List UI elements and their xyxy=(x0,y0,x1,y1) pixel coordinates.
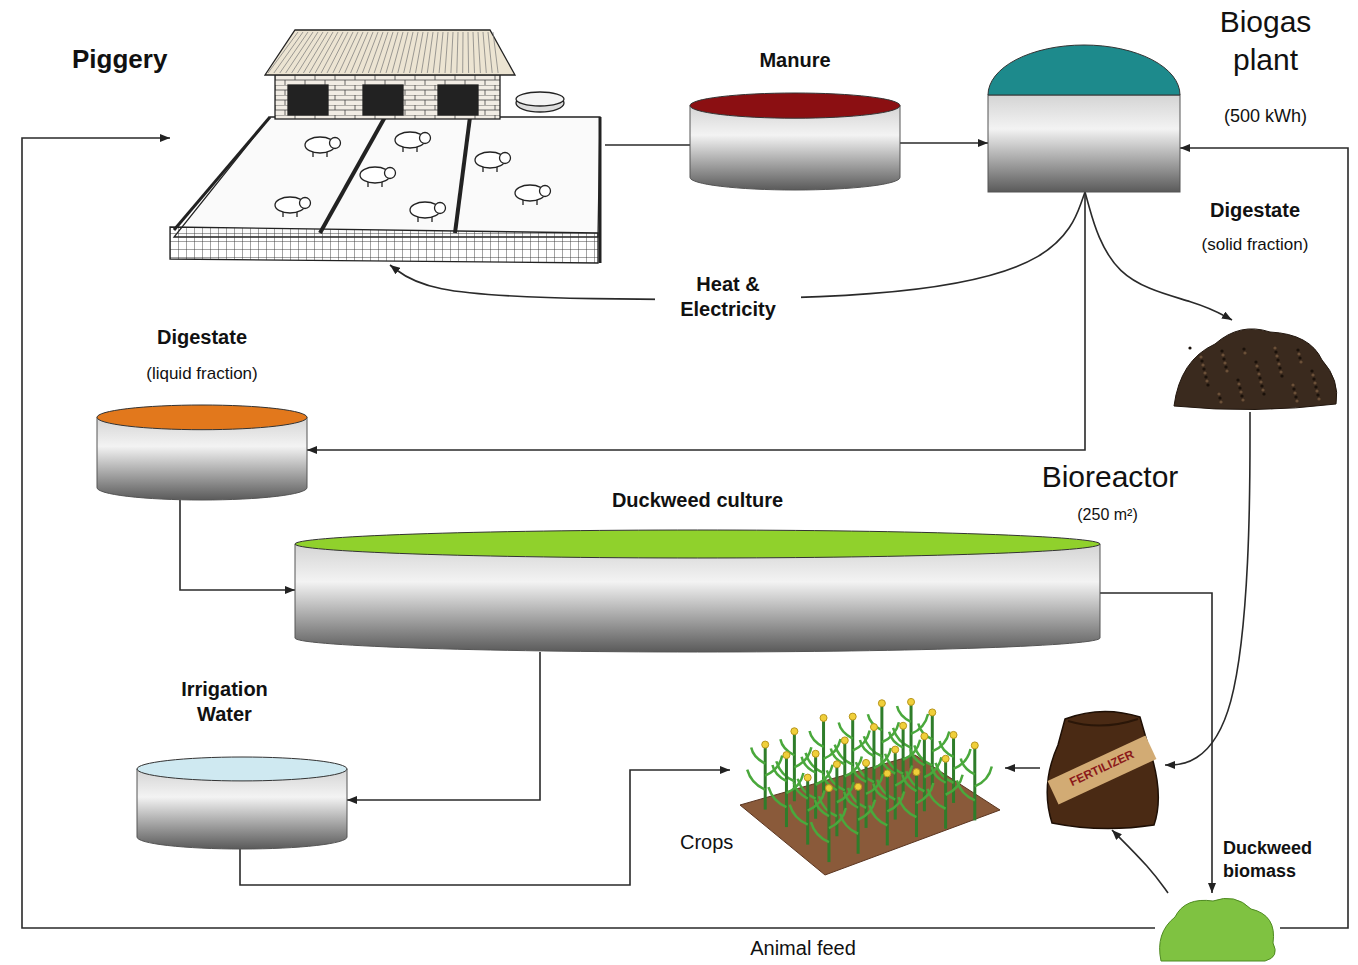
field-soil xyxy=(740,755,1000,875)
liquid-digestate-tank: Digestate(liquid fraction) xyxy=(97,405,307,500)
node-label: (500 kWh) xyxy=(1193,105,1338,128)
node-label: Manure xyxy=(690,48,900,73)
crop-field: Crops xyxy=(730,660,1005,880)
tank-body xyxy=(295,544,1100,652)
node-label: Biogas plant xyxy=(1193,3,1338,78)
manure-tank: Manure xyxy=(690,93,900,190)
maize-plants xyxy=(747,698,992,862)
tank-surface xyxy=(97,405,307,430)
solid-digestate-pile-shape xyxy=(1170,320,1340,412)
node-label: (liquid fraction) xyxy=(97,363,307,384)
duckweed-heap xyxy=(1160,898,1276,961)
flow-connector xyxy=(900,142,988,144)
flow-connector xyxy=(1085,192,1232,320)
flow-connector xyxy=(1112,830,1168,893)
edge-label: Heat & Electricity xyxy=(655,272,801,322)
piggery-illustration: Piggery xyxy=(170,25,605,265)
node-label: Digestate xyxy=(97,325,307,350)
biogas-plant-shape xyxy=(988,45,1180,192)
flow-connector xyxy=(1005,767,1040,769)
sack-body xyxy=(1047,711,1158,828)
fertilizer-sack: FERTILIZER xyxy=(1040,705,1165,830)
node-label: Digestate xyxy=(1170,198,1340,223)
flow-connector xyxy=(1180,148,1348,928)
manure-tank-shape xyxy=(690,93,900,190)
piggery-illustration-shape xyxy=(170,25,605,265)
edge-label: Animal feed xyxy=(735,936,871,961)
crop-field-shape xyxy=(730,660,1005,880)
duckweed-tank-shape xyxy=(295,530,1100,652)
pile-texture xyxy=(1188,346,1320,403)
flow-connector xyxy=(180,500,295,590)
piggery-drawing xyxy=(170,30,600,263)
flow-connector xyxy=(605,144,690,146)
duckweed-biomass-shape xyxy=(1155,893,1280,961)
tank-surface xyxy=(295,530,1100,558)
tank-surface xyxy=(690,93,900,118)
liquid-digestate-tank-shape xyxy=(97,405,307,500)
node-label: Irrigation Water xyxy=(157,677,292,727)
solid-digestate-pile: Digestate(solid fraction) xyxy=(1170,320,1340,412)
compost-pile xyxy=(1174,329,1337,410)
flow-connector xyxy=(22,138,1155,928)
node-label: Duckweed culture xyxy=(295,488,1100,513)
node-label: Piggery xyxy=(72,43,167,76)
irrigation-tank-shape xyxy=(137,757,347,849)
irrigation-tank: Irrigation Water xyxy=(137,757,347,849)
sack-label-patch xyxy=(1048,735,1157,804)
digester-body xyxy=(988,95,1180,192)
biogas-plant: Biogas plant(500 kWh) xyxy=(988,45,1180,192)
gas-dome xyxy=(988,45,1180,95)
duckweed-biomass: Duckweed biomass xyxy=(1155,893,1280,961)
tank-surface xyxy=(137,757,347,781)
duckweed-tank: Duckweed culture xyxy=(295,530,1100,652)
annotation-label: Bioreactor xyxy=(1025,458,1195,496)
node-label: Crops xyxy=(680,830,742,855)
flow-connector xyxy=(347,652,540,800)
annotation-label: (250 m²) xyxy=(1060,505,1155,525)
node-label: (solid fraction) xyxy=(1170,234,1340,255)
node-label: Duckweed biomass xyxy=(1223,837,1338,882)
